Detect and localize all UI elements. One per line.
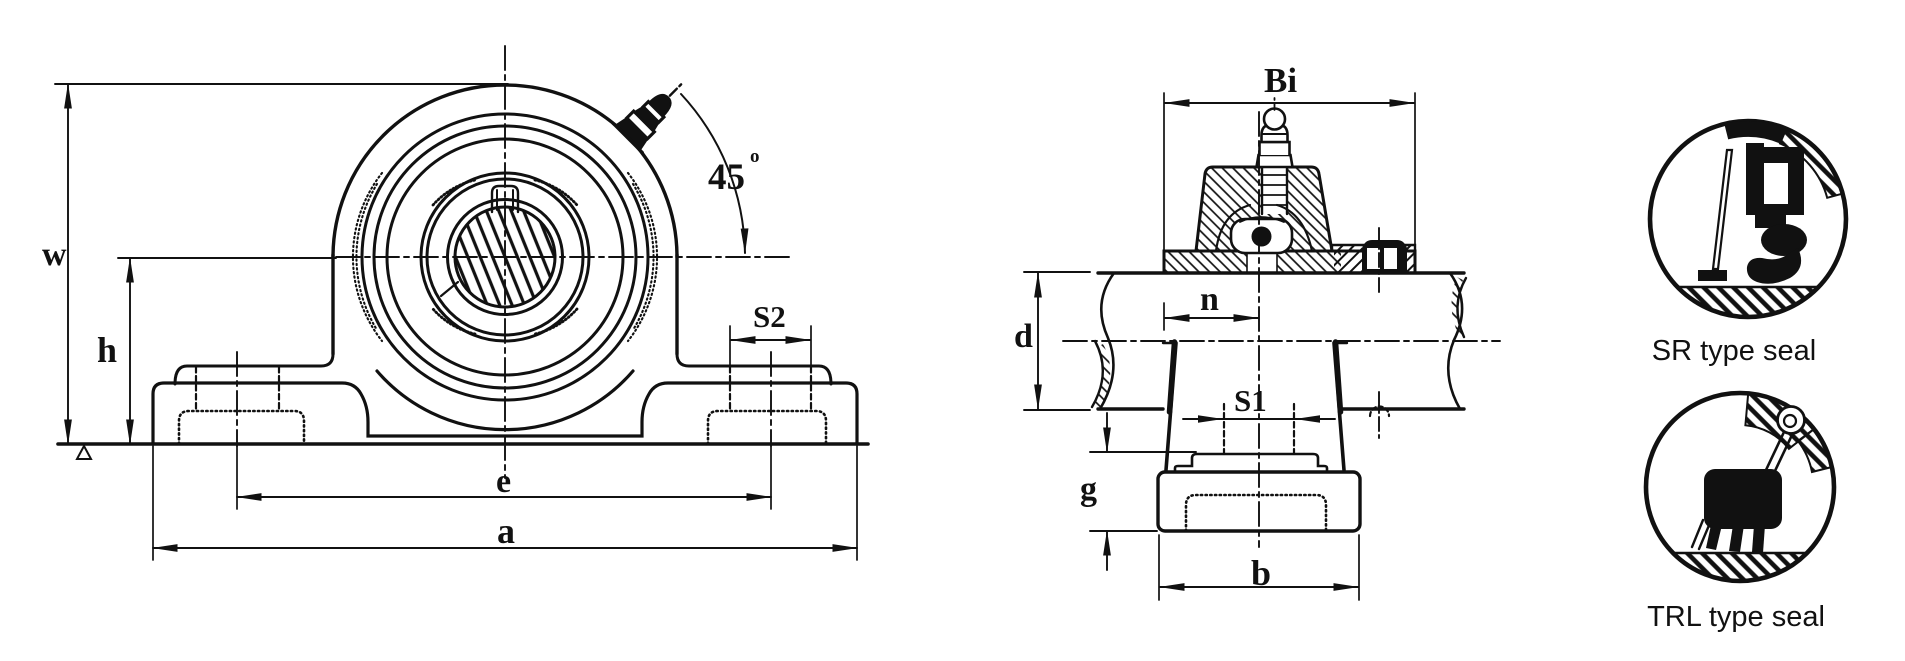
svg-text:h: h [97, 330, 117, 370]
svg-text:b: b [1251, 553, 1271, 593]
svg-text:S2: S2 [753, 299, 786, 334]
svg-text:d: d [1014, 318, 1033, 355]
svg-text:e: e [496, 463, 511, 500]
svg-text:TRL type seal: TRL type seal [1647, 601, 1825, 633]
svg-text:a: a [497, 511, 515, 551]
svg-text:Bi: Bi [1264, 61, 1297, 100]
svg-text:w: w [42, 236, 67, 273]
svg-text:S1: S1 [1234, 383, 1267, 418]
svg-text:o: o [750, 146, 760, 167]
svg-text:g: g [1080, 471, 1097, 508]
svg-text:n: n [1200, 281, 1219, 318]
svg-text:45: 45 [708, 157, 745, 198]
svg-text:SR type seal: SR type seal [1652, 335, 1816, 367]
